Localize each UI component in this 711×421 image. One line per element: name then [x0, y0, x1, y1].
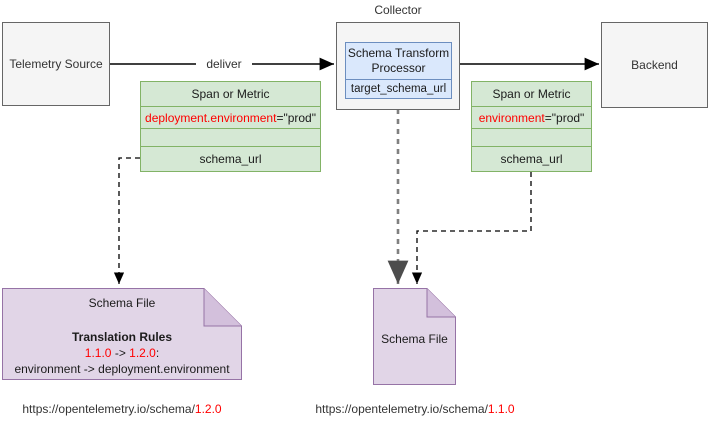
record-right-attribute-key: environment	[478, 110, 545, 125]
record-right-schema-label: schema_url	[500, 152, 563, 166]
processor-param-label: target_schema_url	[350, 82, 447, 95]
record-left-schema-row[interactable]: schema_url	[140, 147, 321, 172]
schema-file-left-rules-colon: :	[155, 346, 160, 360]
schema-file-right-url-version: 1.1.0	[487, 402, 515, 416]
schema-file-left-url-base: https://opentelemetry.io/schema/	[22, 402, 195, 416]
schema-file-left-rules-title: Translation Rules	[71, 330, 173, 344]
record-left-attribute-row[interactable]: deployment.environment="prod"	[140, 107, 321, 129]
schema-file-right-header: Schema File	[381, 332, 448, 346]
schema-file-left-rules-body: environment -> deployment.environment	[14, 362, 230, 376]
record-right-attribute-row[interactable]: environment="prod"	[471, 107, 592, 129]
schema-file-left-header: Schema File	[88, 296, 156, 310]
edge-left-schema-ref	[113, 157, 140, 284]
processor-param-row[interactable]: target_schema_url	[345, 80, 452, 99]
schema-file-right-url: https://opentelemetry.io/schema/1.1.0	[295, 402, 535, 416]
schema-file-right[interactable]: Schema File	[373, 288, 456, 385]
record-left-blank-row[interactable]	[140, 129, 321, 147]
node-telemetry-source-label: Telemetry Source	[9, 56, 103, 71]
schema-file-left-shape	[2, 288, 242, 380]
schema-file-left-rules-from: 1.1.0	[84, 346, 112, 360]
schema-file-left-rules-versions: 1.1.0 -> 1.2.0:	[2, 346, 242, 362]
schema-file-right-shape	[373, 288, 456, 385]
record-right-header-label: Span or Metric	[492, 86, 571, 101]
schema-file-left-url: https://opentelemetry.io/schema/1.2.0	[2, 402, 242, 416]
edge-label-deliver: deliver	[196, 57, 252, 71]
schema-file-left[interactable]: Schema File Translation Rules 1.1.0 -> 1…	[2, 288, 242, 380]
record-left-attribute-key: deployment.environment	[145, 110, 277, 125]
node-schema-transform-processor[interactable]: Schema Transform Processor	[345, 42, 452, 80]
record-left-schema-label: schema_url	[199, 152, 262, 166]
record-left-attribute-value: ="prod"	[276, 110, 316, 125]
record-right-attribute-value: ="prod"	[544, 110, 585, 125]
node-backend-label: Backend	[631, 57, 678, 72]
collector-title: Collector	[374, 3, 422, 17]
schema-file-right-url-base: https://opentelemetry.io/schema/	[315, 402, 488, 416]
schema-file-left-url-version: 1.2.0	[194, 402, 222, 416]
processor-label-line1: Schema Transform	[347, 46, 450, 60]
record-right-schema-row[interactable]: schema_url	[471, 147, 592, 172]
schema-file-left-rules-arrow: ->	[111, 346, 130, 360]
node-backend[interactable]: Backend	[601, 22, 708, 108]
edge-right-schema-ref	[411, 172, 532, 284]
record-left-header[interactable]: Span or Metric	[140, 81, 321, 107]
node-telemetry-source[interactable]: Telemetry Source	[2, 22, 110, 106]
processor-label-line2: Processor	[371, 61, 426, 75]
record-right-blank-row[interactable]	[471, 129, 592, 147]
record-left-header-label: Span or Metric	[191, 86, 270, 101]
schema-file-left-rules-to: 1.2.0	[129, 346, 156, 360]
record-right-header[interactable]: Span or Metric	[471, 81, 592, 107]
